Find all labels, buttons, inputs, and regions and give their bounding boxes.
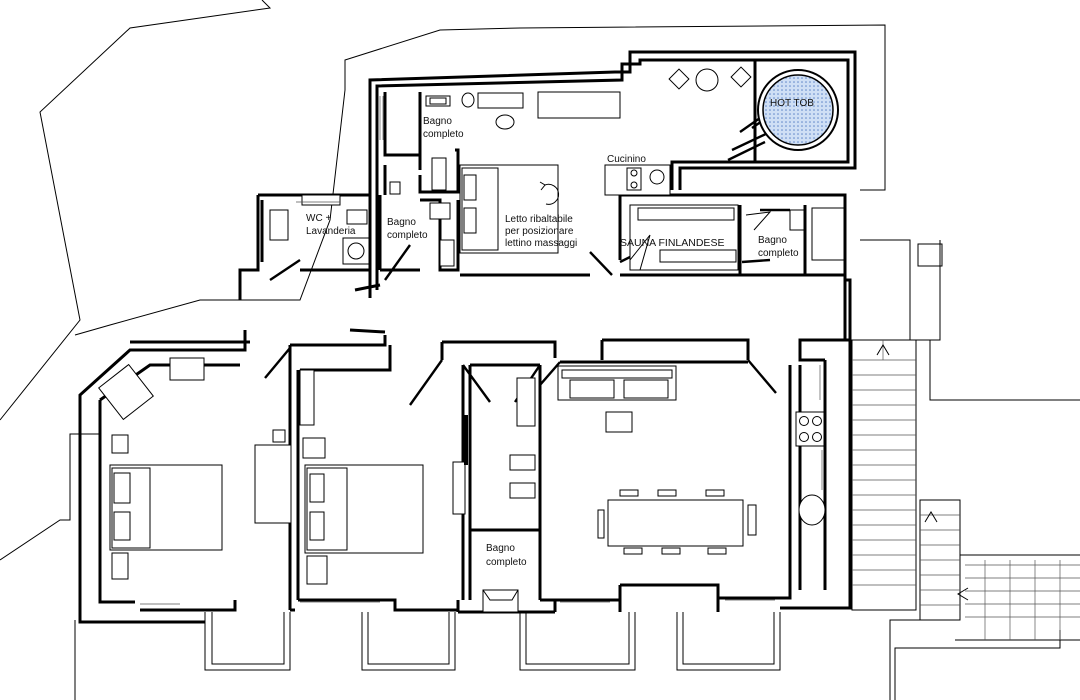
balconies [204,612,781,671]
furniture [98,66,845,613]
stairs [851,339,1080,640]
label-wc-lavanderia: WC +Lavanderia [306,213,356,237]
label-hot-tub: HOT TOB [770,98,814,109]
hot-tub [762,74,834,146]
walls [78,50,857,624]
doors [264,113,790,406]
label-cucinino: Cucinino [607,154,646,165]
window-marks [140,96,823,605]
label-sauna: SAUNA FINLANDESE [620,237,724,249]
